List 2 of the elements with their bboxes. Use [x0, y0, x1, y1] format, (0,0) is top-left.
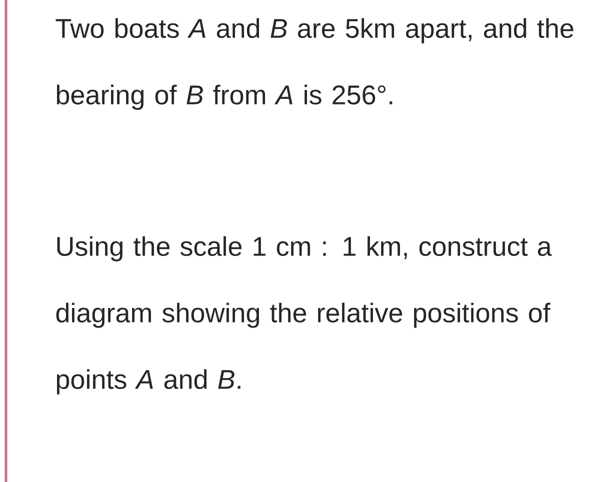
question-text: Using the scale 1 cm : 1 km, construct a diagram showing the relative positions of points A and B.	[56, 236, 552, 394]
question-text: Two boats A and B are 5km apart, and the bearing of B from A is 256°.	[56, 18, 574, 110]
